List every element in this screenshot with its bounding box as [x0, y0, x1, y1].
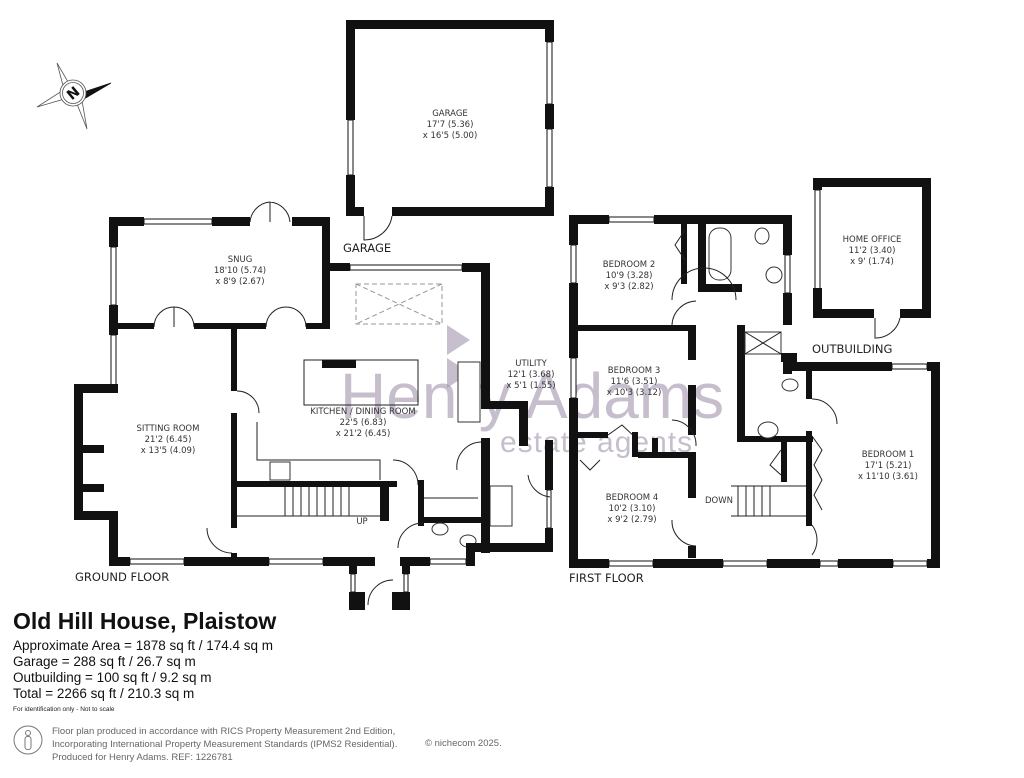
property-title: Old Hill House, Plaistow: [13, 608, 277, 634]
bedroom-2-name: BEDROOM 2: [603, 260, 655, 270]
bedroom-1-name: BEDROOM 1: [862, 450, 914, 460]
svg-text:x 5'1 (1.55): x 5'1 (1.55): [506, 381, 555, 391]
area-outbuilding: Outbuilding = 100 sq ft / 9.2 sq m: [13, 670, 212, 685]
north-compass-icon: N: [36, 62, 112, 130]
svg-text:17'7 (5.36): 17'7 (5.36): [427, 120, 474, 130]
svg-text:x 16'5 (5.00): x 16'5 (5.00): [423, 131, 478, 141]
area-garage: Garage = 288 sq ft / 26.7 sq m: [13, 654, 196, 669]
svg-text:x 9' (1.74): x 9' (1.74): [850, 257, 894, 267]
svg-text:x 13'5 (4.09): x 13'5 (4.09): [141, 446, 196, 456]
area-summary: Approximate Area = 1878 sq ft / 174.4 sq…: [13, 638, 273, 702]
svg-text:10'9 (3.28): 10'9 (3.28): [606, 271, 653, 281]
copyright-text: © nichecom 2025.: [425, 738, 502, 749]
snug-room-name: SNUG: [228, 255, 253, 265]
svg-text:21'2 (6.45): 21'2 (6.45): [145, 435, 192, 445]
svg-text:x 10'3 (3.12): x 10'3 (3.12): [607, 388, 662, 398]
ground-floor-plan: UP SNU: [74, 201, 556, 610]
svg-text:11'6 (3.51): 11'6 (3.51): [611, 377, 658, 387]
svg-text:x 9'2 (2.79): x 9'2 (2.79): [607, 515, 656, 525]
svg-text:22'5 (6.83): 22'5 (6.83): [340, 418, 387, 428]
first-floor-label: FIRST FLOOR: [569, 571, 644, 585]
svg-text:17'1 (5.21): 17'1 (5.21): [865, 461, 912, 471]
stairs-down-label: DOWN: [705, 496, 733, 506]
svg-text:11'2 (3.40): 11'2 (3.40): [849, 246, 896, 256]
svg-text:18'10 (5.74): 18'10 (5.74): [214, 266, 266, 276]
stairs-up-label: UP: [356, 517, 367, 527]
svg-text:x 8'9 (2.67): x 8'9 (2.67): [215, 277, 264, 287]
svg-text:12'1 (3.68): 12'1 (3.68): [508, 370, 555, 380]
legal-footer: Floor plan produced in accordance with R…: [52, 726, 398, 763]
svg-text:x 9'3 (2.82): x 9'3 (2.82): [604, 282, 653, 292]
garage-room-name: GARAGE: [432, 109, 468, 119]
svg-text:10'2 (3.10): 10'2 (3.10): [609, 504, 656, 514]
bedroom-4-name: BEDROOM 4: [606, 493, 658, 503]
ground-floor-label: GROUND FLOOR: [75, 570, 169, 584]
svg-text:x 21'2 (6.45): x 21'2 (6.45): [336, 429, 391, 439]
first-floor-plan: DOWN BEDROOM 2 10'9 (3.28) x 9'3 (2.82) …: [569, 215, 940, 585]
home-office-name: HOME OFFICE: [843, 235, 902, 245]
outbuilding-label: OUTBUILDING: [812, 342, 892, 356]
watermark-brand: Henry Adams: [340, 360, 724, 432]
area-approximate: Approximate Area = 1878 sq ft / 174.4 sq…: [13, 638, 274, 653]
sitting-room-name: SITTING ROOM: [137, 424, 200, 434]
utility-room-name: UTILITY: [515, 359, 547, 369]
outbuilding-plan: HOME OFFICE 11'2 (3.40) x 9' (1.74) OUTB…: [812, 178, 931, 356]
person-info-icon: [13, 725, 43, 755]
scale-note: For identification only - Not to scale: [13, 706, 115, 713]
watermark: Henry Adams estate agents: [340, 325, 724, 459]
kitchen-room-name: KITCHEN / DINING ROOM: [310, 407, 415, 417]
garage-building: GARAGE 17'7 (5.36) x 16'5 (5.00) GARAGE: [343, 20, 554, 255]
bedroom-3-name: BEDROOM 3: [608, 366, 660, 376]
garage-label: GARAGE: [343, 241, 391, 255]
area-total: Total = 2266 sq ft / 210.3 sq m: [13, 686, 195, 701]
svg-text:x 11'10 (3.61): x 11'10 (3.61): [858, 472, 918, 482]
